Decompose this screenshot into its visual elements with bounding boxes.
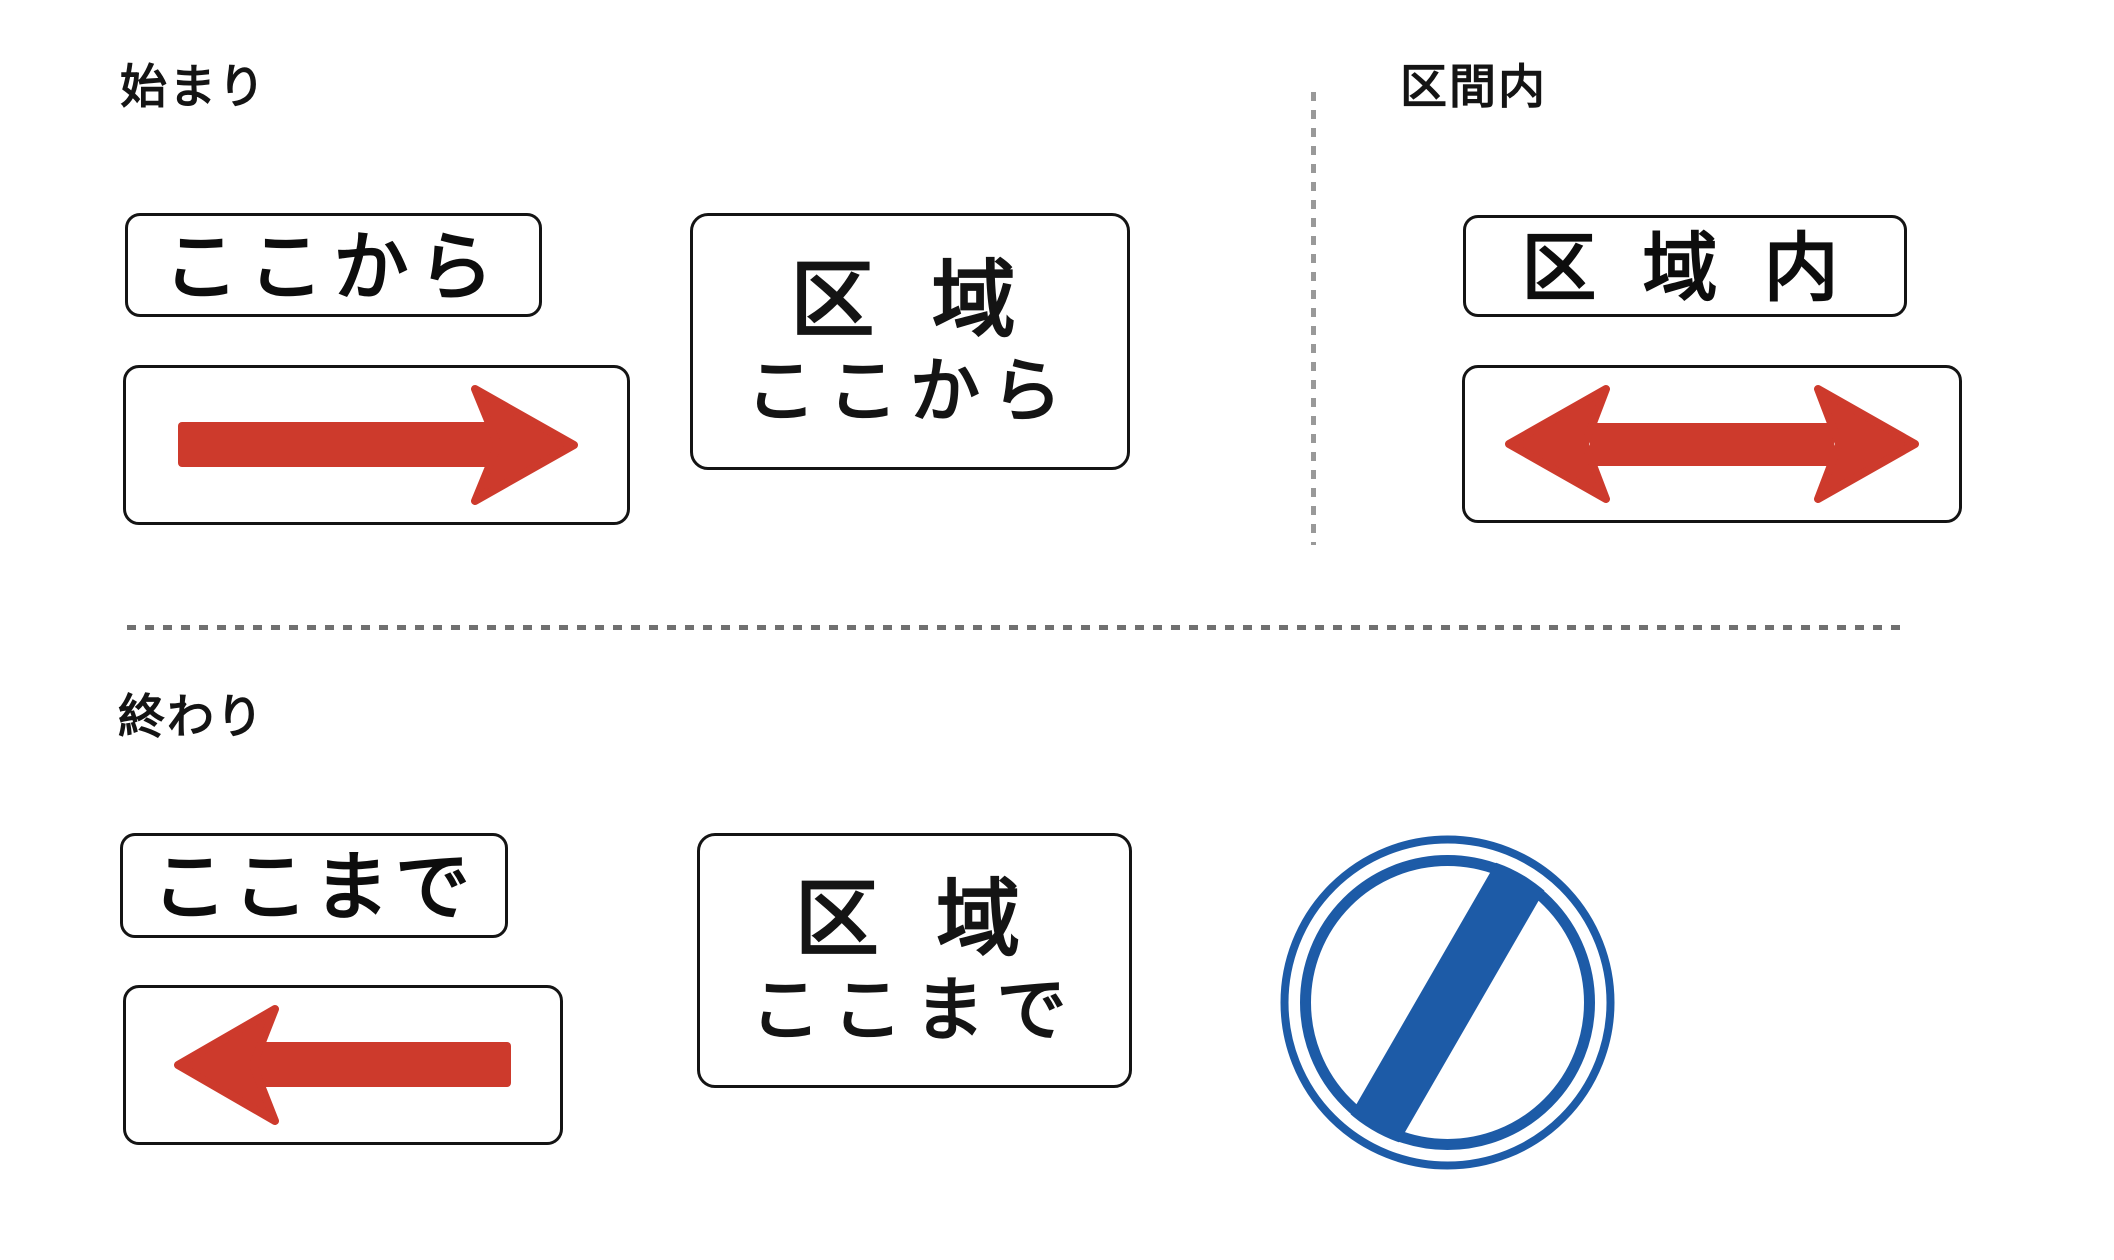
sign-koko-kara-text: ここから: [163, 222, 504, 311]
end-of-restriction-icon: [1280, 835, 1615, 1170]
sign-koko-made: ここまで: [120, 833, 508, 938]
arrow-left-icon: [174, 1005, 511, 1125]
horizontal-dotted-divider: [127, 625, 1905, 630]
sign-end-of-restriction: [1275, 830, 1620, 1179]
sign-zone-koko-kara: 区 域 ここから: [690, 213, 1130, 470]
sign-arrow-left: [123, 985, 563, 1145]
sign-zone-koko-made: 区 域 ここまで: [697, 833, 1132, 1088]
double-arrow-icon: [1505, 385, 1919, 503]
section-label-beginning: 始まり: [120, 60, 267, 115]
arrow-right-icon: [178, 385, 578, 505]
sign-zone-koko-made-line1: 区 域: [794, 869, 1035, 968]
vertical-dotted-divider: [1311, 92, 1316, 545]
sign-zone-koko-kara-line1: 区 域: [790, 250, 1030, 349]
sign-arrow-right: [123, 365, 630, 525]
sign-zone-koko-made-line2: ここまで: [750, 968, 1079, 1051]
section-label-end: 終わり: [118, 690, 265, 745]
sign-arrow-both: [1462, 365, 1962, 523]
sign-kuiki-nai-text: 区 域 内: [1521, 223, 1849, 312]
sign-koko-kara: ここから: [125, 213, 542, 317]
sign-koko-made-text: ここまで: [151, 843, 476, 931]
sign-kuiki-nai: 区 域 内: [1463, 215, 1907, 317]
sign-zone-koko-kara-line2: ここから: [746, 349, 1074, 432]
section-label-within: 区間内: [1400, 60, 1547, 115]
